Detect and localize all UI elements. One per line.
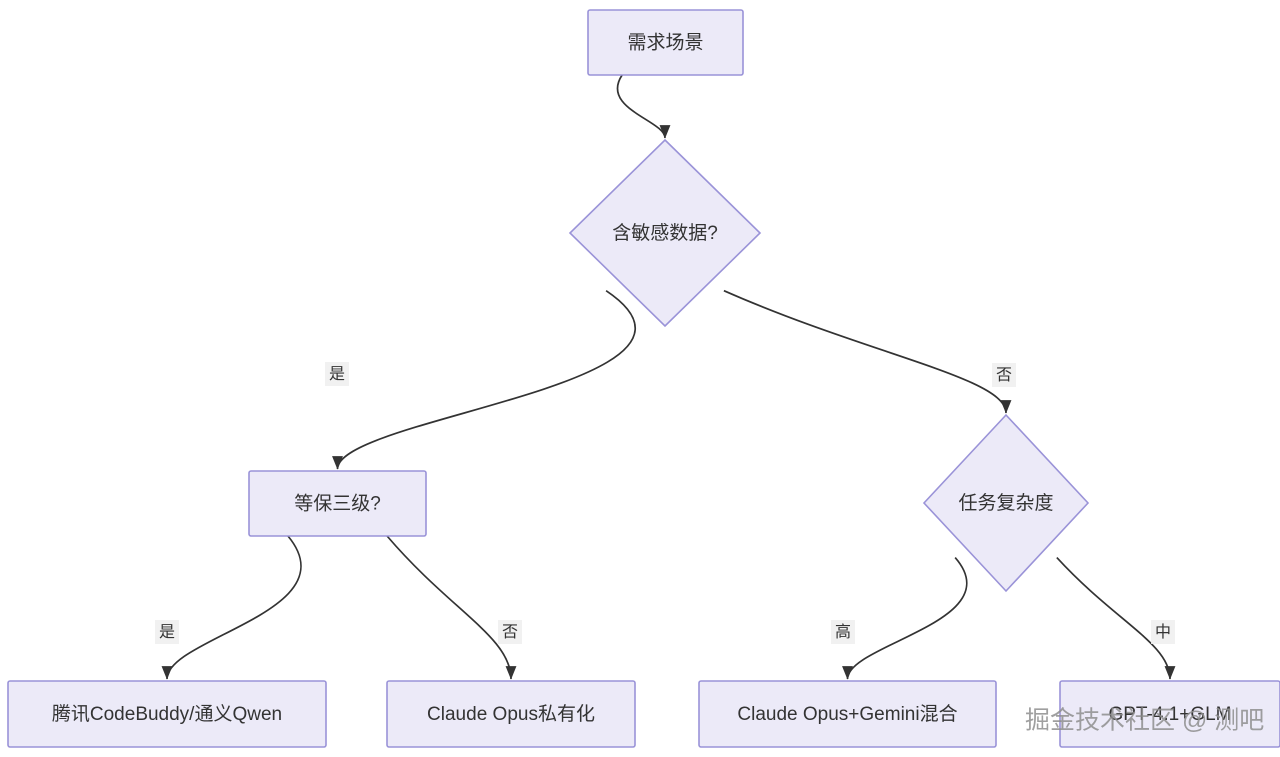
edge-label-n2-to-n3: 是 <box>325 362 349 386</box>
decision-diamond[interactable] <box>568 138 762 328</box>
node-n1[interactable]: 需求场景 <box>587 9 744 76</box>
edge-n4-to-n8 <box>1056 556 1176 680</box>
node-n2[interactable]: 含敏感数据? <box>568 138 762 328</box>
edge-label-background <box>325 362 349 386</box>
node-n8[interactable]: GPT-4.1+GLM <box>1059 680 1280 748</box>
node-n7[interactable]: Claude Opus+Gemini混合 <box>698 680 997 748</box>
edge-label-n2-to-n4: 否 <box>992 363 1016 387</box>
edge-n2-to-n4 <box>723 289 1012 414</box>
edge-label-background <box>831 620 855 644</box>
process-box[interactable] <box>1059 680 1280 748</box>
process-box[interactable] <box>386 680 636 748</box>
node-n6[interactable]: Claude Opus私有化 <box>386 680 636 748</box>
edge-n4-to-n7 <box>842 557 968 680</box>
edge-label-background <box>1151 620 1175 644</box>
edge-n1-to-n2 <box>616 74 671 139</box>
edge-label-background <box>992 363 1016 387</box>
node-n5[interactable]: 腾讯CodeBuddy/通义Qwen <box>7 680 327 748</box>
edge-label-n3-to-n5: 是 <box>155 620 179 644</box>
process-box[interactable] <box>698 680 997 748</box>
decision-diamond[interactable] <box>922 413 1090 593</box>
edge-label-n3-to-n6: 否 <box>498 620 522 644</box>
edge-n3-to-n6 <box>386 535 517 680</box>
edge-label-background <box>155 620 179 644</box>
edge-n2-to-n3 <box>332 289 636 470</box>
process-box[interactable] <box>587 9 744 76</box>
process-box[interactable] <box>7 680 327 748</box>
process-box[interactable] <box>248 470 427 537</box>
edge-label-background <box>498 620 522 644</box>
node-n3[interactable]: 等保三级? <box>248 470 427 537</box>
edges-layer <box>161 74 1176 680</box>
edge-label-n4-to-n8: 中 <box>1151 620 1175 644</box>
edge-label-n4-to-n7: 高 <box>831 620 855 644</box>
edge-n3-to-n5 <box>161 535 302 680</box>
